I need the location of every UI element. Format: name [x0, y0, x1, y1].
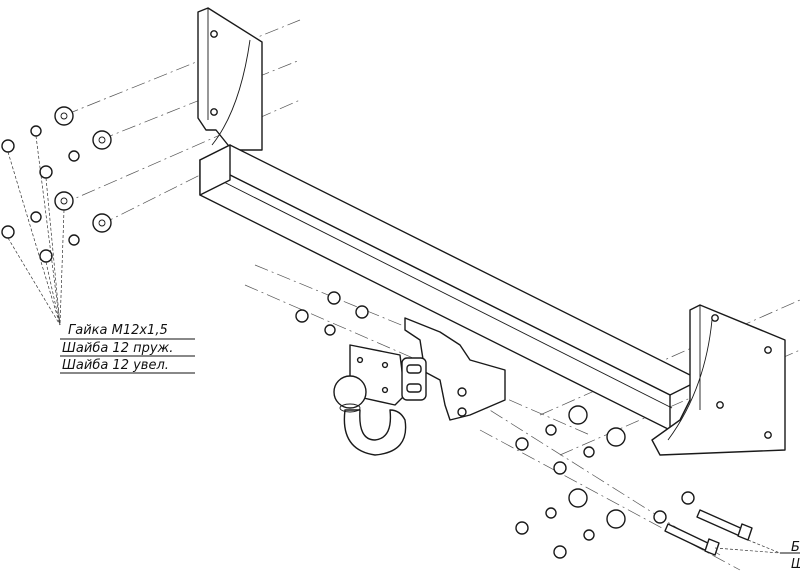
nut-icon	[553, 545, 567, 559]
tow-ball	[333, 375, 367, 409]
nut-icon	[295, 309, 309, 323]
spring-washer-icon	[30, 125, 42, 137]
callout-right: Б Ш	[780, 540, 800, 571]
large-washer-icon	[568, 488, 588, 508]
large-washer-icon	[54, 191, 74, 211]
callout-bolt-label: Б	[791, 540, 800, 555]
large-washer-icon	[681, 491, 695, 505]
large-washer-icon	[653, 510, 667, 524]
nut-icon	[39, 165, 53, 179]
left-mounting-bracket	[197, 7, 263, 151]
large-washer-icon	[54, 106, 74, 126]
bolts	[664, 509, 753, 556]
large-washer-icon	[568, 405, 588, 425]
callout-large-washer-label: Шайба 12 увел.	[62, 358, 169, 373]
spring-washer-icon	[545, 424, 557, 436]
nut-icon	[515, 521, 529, 535]
nut-icon	[327, 291, 341, 305]
nut-icon	[39, 249, 53, 263]
nut-icon	[1, 225, 15, 239]
bracket-hole	[764, 346, 772, 354]
spring-washer-icon	[68, 234, 80, 246]
tow-ball-hook-arm	[343, 409, 407, 456]
plate-hole	[457, 407, 467, 417]
left-fastener-set	[1, 106, 112, 263]
bracket-hole	[716, 401, 724, 409]
callout-left: Гайка М12х1,5 Шайба 12 пруж. Шайба 12 ув…	[60, 323, 195, 374]
nut-icon	[515, 437, 529, 451]
ball-mount-plate	[404, 317, 506, 421]
callout-washer-label: Ш	[791, 557, 800, 571]
large-washer-icon	[606, 427, 626, 447]
spring-washer-icon	[30, 211, 42, 223]
nut-icon	[553, 461, 567, 475]
center-fastener-set	[295, 291, 369, 336]
large-washer-icon	[606, 509, 626, 529]
callout-nut-label: Гайка М12х1,5	[68, 323, 168, 338]
large-washer-icon	[92, 213, 112, 233]
callout-spring-washer-label: Шайба 12 пруж.	[62, 341, 173, 356]
spring-washer-icon	[324, 324, 336, 336]
bolt-icon	[664, 523, 713, 553]
bracket-hole	[711, 314, 719, 322]
large-washer-icon	[92, 130, 112, 150]
right-mounting-bracket	[651, 304, 786, 456]
bracket-hole	[210, 30, 218, 38]
bracket-hole	[764, 431, 772, 439]
spring-washer-icon	[545, 507, 557, 519]
tow-ball-assembly	[333, 344, 427, 456]
nut-icon	[1, 139, 15, 153]
spring-washer-icon	[583, 446, 595, 458]
bolt-icon	[696, 509, 746, 538]
right-fastener-set	[515, 405, 695, 559]
spring-washer-icon	[68, 150, 80, 162]
bracket-hole	[210, 108, 218, 116]
callout-leaders	[7, 135, 781, 554]
large-washer-icon	[355, 305, 369, 319]
plate-hole	[457, 387, 467, 397]
spring-washer-icon	[583, 529, 595, 541]
